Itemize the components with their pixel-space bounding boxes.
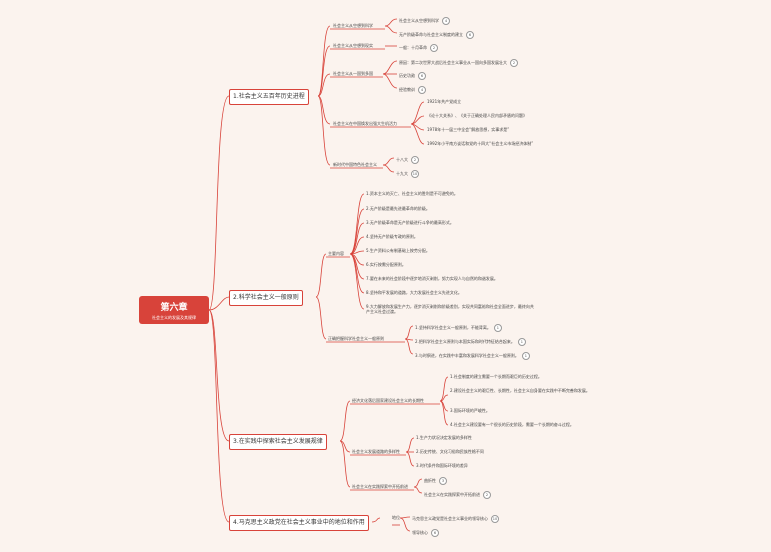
count-badge: 10 [491, 515, 499, 523]
node-grasp-principles[interactable]: 正确把握科学社会主义一般原则 [328, 336, 384, 341]
node-china-vitality[interactable]: 社会主义在中国焕发出强大生机活力 [333, 121, 397, 126]
node-one-to-many[interactable]: 社会主义从一国到多国 [333, 71, 373, 76]
node-forge-ahead[interactable]: 社会主义在实践探索中开拓前进 [352, 484, 408, 489]
leaf-text: 马克思主义政党是社会主义事业的领导核心 [412, 516, 488, 521]
leaf-text: 原因：第二次世界大战后社会主义事业从一国向多国发展壮大 [399, 60, 507, 65]
branch-practice-laws[interactable]: 3.在实践中探索社会主义发展规律 [229, 434, 327, 450]
count-badge: 2 [430, 44, 438, 52]
branch-party-role[interactable]: 4.马克思主义政党在社会主义事业中的地位和作用 [229, 515, 369, 531]
count-badge: 10 [411, 170, 419, 178]
leaf-text: 领导核心 [412, 530, 428, 535]
leaf-text: 1.坚持科学社会主义一般原则，不能背离。 [415, 325, 491, 330]
leaf-text: 3.与时俱进，在实践中丰富和发展科学社会主义一般原则。 [415, 353, 519, 358]
leaf-text: 十八大 [396, 157, 408, 162]
count-badge: 4 [442, 17, 450, 25]
node-leaf[interactable]: 2.无产阶级是最先进最革命的阶级。 [366, 206, 430, 211]
node-leaf[interactable]: 6.实行按需分配原则。 [366, 262, 406, 267]
node-leaf[interactable]: 3.国际环境的严峻性。 [450, 408, 490, 413]
leaf-text: 一般：十月革命 [399, 45, 427, 50]
root-topic[interactable]: 第六章 社会主义的发展及其规律 [139, 296, 209, 324]
node-main-content[interactable]: 主要内容 [328, 251, 344, 256]
node-leaf[interactable]: 2.建设社会主义的艰巨性、长期性，社会主义自身要在实践中不断完善和发展。 [450, 388, 590, 393]
count-badge: 3 [439, 477, 447, 485]
leaf-text: 无产阶级革命与社会主义制度的建立 [399, 32, 463, 37]
root-title: 第六章 [160, 303, 188, 313]
node-leaf[interactable]: 1921年共产党成立 [427, 99, 462, 104]
leaf-text: 曲折性 [424, 478, 436, 483]
branch-history[interactable]: 1.社会主义五百年历史进程 [229, 89, 309, 105]
node-leaf[interactable]: 2.把科学社会主义原则与本国实际和时代特征结合起来。1 [415, 338, 526, 346]
node-leaf[interactable]: 1.坚持科学社会主义一般原则，不能背离。1 [415, 324, 502, 332]
leaf-text: 2.把科学社会主义原则与本国实际和时代特征结合起来。 [415, 339, 515, 344]
node-path-diversity[interactable]: 社会主义发展道路的多样性 [352, 449, 400, 454]
count-badge: 1 [493, 324, 502, 332]
count-badge: 2 [483, 491, 491, 499]
count-badge: 6 [431, 529, 439, 537]
node-leaf[interactable]: 9.大力解放和发展生产力，逐步消灭剥削和阶级差别，实现共同富裕和社会全面进步，最… [366, 304, 534, 315]
count-badge: 6 [466, 31, 474, 39]
node-leaf[interactable]: 3.与时俱进，在实践中丰富和发展科学社会主义一般原则。1 [415, 352, 530, 360]
node-new-era[interactable]: 新时代中国特色社会主义 [333, 162, 377, 167]
count-badge: 1 [517, 338, 526, 346]
node-leaf[interactable]: 1.生产力状况决定发展的多样性 [416, 435, 472, 440]
leaf-text: 社会主义在实践探索中开拓前进 [424, 492, 480, 497]
node-leaf[interactable]: 1978年十一届三中全会“解放思想，实事求是” [427, 127, 510, 132]
count-badge: 2 [510, 59, 518, 67]
count-badge: 1 [521, 352, 530, 360]
node-leaf[interactable]: 5.生产资料公有制基础上按劳分配。 [366, 248, 430, 253]
branch-principles[interactable]: 2.科学社会主义一般原则 [229, 290, 303, 306]
node-leaf[interactable]: 8.坚持和平发展的道路，大力发展社会主义先进文化。 [366, 290, 462, 295]
node-leaf[interactable]: 4.社会主义建设要有一个很长的历史阶段，需要一个长期的奋斗过程。 [450, 422, 574, 427]
node-long-term-nature[interactable]: 经济文化落后国家建设社会主义的长期性 [352, 398, 424, 403]
node-leaf[interactable]: 2.历史传统、文化习俗和民族性格不同 [416, 449, 484, 454]
leaf-text: 历史功勋 [399, 73, 415, 78]
node-leaf[interactable]: 《论十大关系》、《关于正确处理人民内部矛盾的问题》 [427, 113, 527, 118]
node-leaf[interactable]: 3.时代条件和国际环境的差异 [416, 463, 468, 468]
count-badge: 2 [411, 156, 419, 164]
node-utopia-to-science[interactable]: 社会主义从空想到科学 [333, 23, 373, 28]
leaf-text: 经验教训 [399, 87, 415, 92]
node-status[interactable]: 地位 [392, 515, 400, 520]
root-subtitle: 社会主义的发展及其规律 [152, 315, 196, 320]
count-badge: 4 [418, 86, 426, 94]
count-badge: 6 [418, 72, 426, 80]
node-leaf[interactable]: 3.无产阶级革命是无产阶级进行斗争的最高形式。 [366, 220, 454, 225]
node-theory-to-reality[interactable]: 社会主义从空想到现实 [333, 43, 373, 48]
leaf-text: 社会主义从空想到科学 [399, 18, 439, 23]
node-leaf[interactable]: 7.要在未来的社会阶段中逐步地消灭剥削，努力实现人与自然的和谐发展。 [366, 276, 498, 281]
node-leaf[interactable]: 1.资本主义的灭亡、社会主义的胜利是不可避免的。 [366, 191, 458, 196]
node-leaf[interactable]: 1992年小平南方谈话和党的十四大“社会主义市场经济体制” [427, 141, 534, 146]
node-leaf[interactable]: 1.社会制度的建立需要一个长期而艰巨的历史过程。 [450, 374, 542, 379]
node-leaf[interactable]: 4.坚持无产阶级专政的原则。 [366, 234, 418, 239]
leaf-text: 十九大 [396, 171, 408, 176]
